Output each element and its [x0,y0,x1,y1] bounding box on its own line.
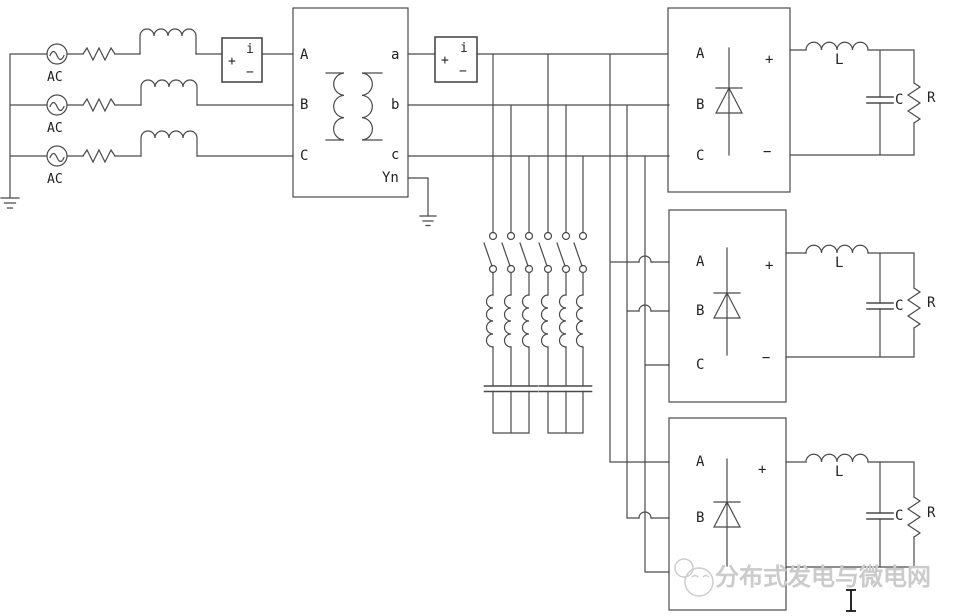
transformer-terminal-B-label: B [300,97,309,113]
transformer-primary-winding-icon [325,72,345,141]
rect1-terminal-C-label: C [696,148,705,164]
filter3-capacitor-label: C [895,508,904,524]
rect1-terminal-A-label: A [696,46,705,62]
transformer-box [292,7,409,198]
rect3-terminal-A-label: A [696,454,705,470]
ground-icon-left [0,197,20,209]
ac-source-3-label: AC [47,172,63,187]
sensor2-plus-label: + [441,53,449,68]
rect2-minus-label: − [762,350,771,366]
transformer-neutral-label: Yn [382,170,399,186]
rect1-minus-label: − [763,144,772,160]
filter1-inductor-label: L [835,52,844,68]
rectifier1-box [667,7,791,193]
filter-capacitor-icons [483,385,593,393]
ac-source-1-label: AC [47,70,63,85]
rect2-terminal-C-label: C [696,357,705,373]
transformer-terminal-c-label: c [391,147,400,163]
rect2-terminal-A-label: A [696,254,705,270]
current-sensor-1-box [221,37,263,83]
sensor2-i-label: i [460,41,468,56]
transformer-secondary-winding-icon [361,72,383,141]
transformer-terminal-C-label: C [300,148,309,164]
filter1-capacitor-label: C [895,92,904,108]
series-inductor-icons [139,28,198,157]
watermark-logo [674,558,714,597]
diode-icon-1 [715,47,743,156]
load-resistor-icons [906,82,922,538]
output-capacitor-icons [866,96,894,520]
transformer-terminal-a-label: a [391,47,400,63]
switch-icons [483,231,588,274]
filter-inductor-icons [485,294,584,348]
filter3-resistor-label: R [927,505,936,521]
diode-icon-3 [713,458,741,567]
rectifier2-box [668,209,787,403]
ac-source-2-label: AC [47,121,63,136]
filter3-inductor-label: L [835,464,844,480]
output-inductor-icons [805,41,869,463]
diode-icon-2 [713,247,741,356]
rect1-plus-label: + [765,52,774,68]
wires [9,49,915,573]
filter2-inductor-label: L [835,255,844,271]
sensor2-minus-label: − [459,64,467,79]
watermark-text: 分布式发电与微电网 [715,563,931,591]
filter2-resistor-label: R [927,295,936,311]
sensor1-i-label: i [246,42,254,57]
ac-source-icon-2 [46,94,68,116]
filter2-capacitor-label: C [895,298,904,314]
ac-source-icon-1 [46,43,68,65]
rect1-terminal-B-label: B [696,97,705,113]
filter1-resistor-label: R [927,90,936,106]
rect2-plus-label: + [765,258,774,274]
ac-source-icon-3 [46,145,68,167]
sensor1-minus-label: − [246,65,254,80]
transformer-terminal-b-label: b [391,97,400,113]
sensor1-plus-label: + [228,54,236,69]
ground-icon-neutral [419,215,437,227]
rect3-plus-label: + [758,462,767,478]
rect2-terminal-B-label: B [696,303,705,319]
current-sensor-2-box [434,36,478,83]
text-cursor-icon [846,589,856,612]
series-resistor-icons [82,46,116,164]
wire-hop-icons [638,255,652,519]
rect3-terminal-B-label: B [696,510,705,526]
transformer-terminal-A-label: A [300,47,309,63]
rectifier3-box [668,417,787,611]
